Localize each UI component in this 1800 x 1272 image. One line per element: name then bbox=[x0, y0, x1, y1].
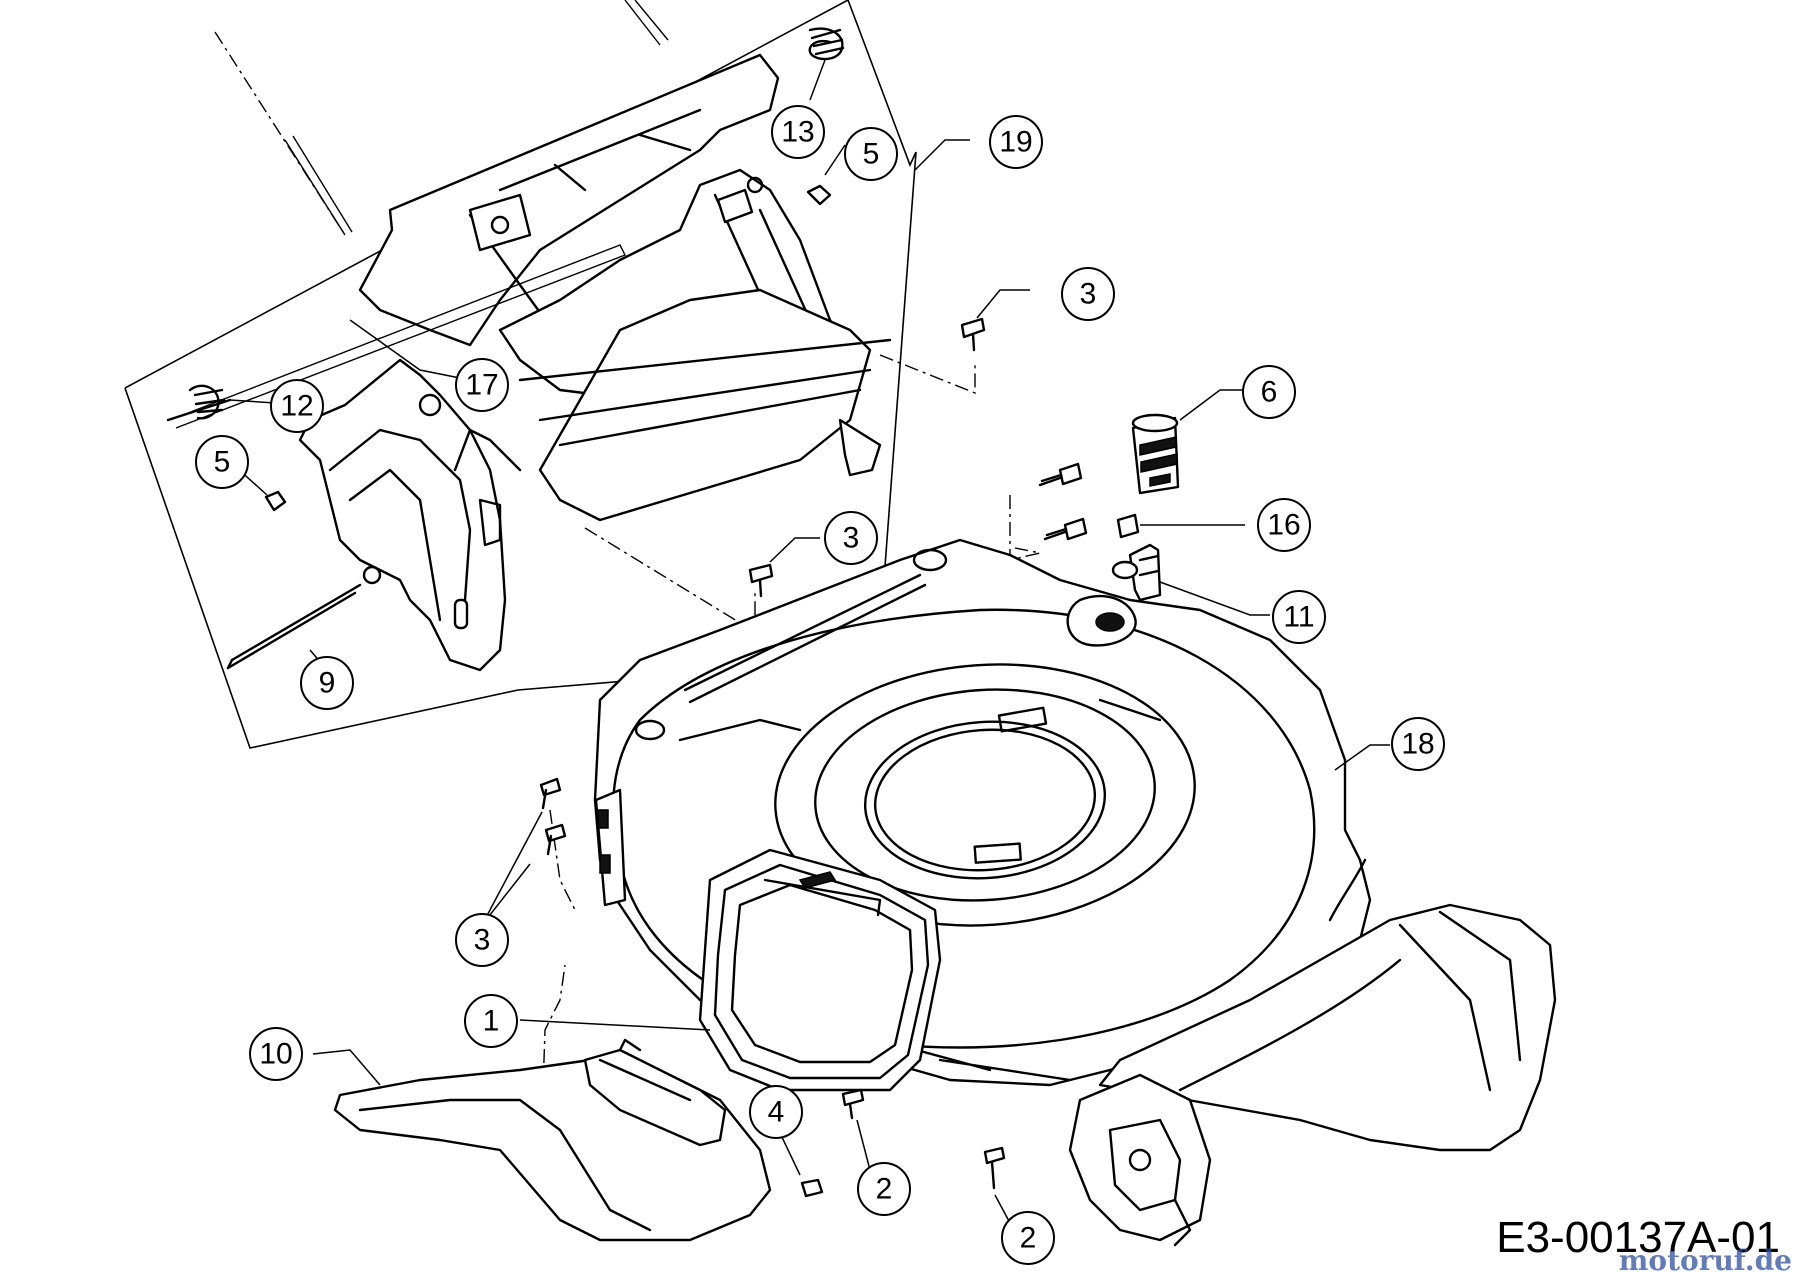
svg-text:13: 13 bbox=[781, 116, 814, 149]
watermark: motoruf.de bbox=[1619, 1244, 1792, 1272]
hinge-bracket bbox=[298, 358, 522, 672]
callout-1: 1 bbox=[464, 994, 518, 1048]
rod bbox=[226, 583, 362, 670]
svg-text:5: 5 bbox=[214, 446, 231, 479]
hinge-rod bbox=[169, 244, 626, 429]
torsion-spring-left bbox=[166, 384, 232, 422]
callout-5-left: 5 bbox=[195, 435, 249, 489]
callout-3-upper: 3 bbox=[1061, 267, 1115, 321]
bolt-2a bbox=[841, 1088, 865, 1120]
svg-text:10: 10 bbox=[259, 1038, 292, 1071]
square-nut-left bbox=[264, 490, 287, 512]
svg-text:2: 2 bbox=[876, 1173, 893, 1206]
callout-13: 13 bbox=[771, 105, 825, 159]
svg-text:3: 3 bbox=[474, 924, 491, 957]
svg-text:16: 16 bbox=[1267, 509, 1300, 542]
height-knob bbox=[1131, 413, 1180, 495]
rear-deflector bbox=[698, 848, 942, 1092]
discharge-chute bbox=[1068, 903, 1557, 1247]
nut-4 bbox=[800, 1178, 824, 1198]
callouts: 13 5 19 3 12 5 17 6 3 16 11 9 18 3 1 10 … bbox=[195, 105, 1445, 1265]
callout-10: 10 bbox=[249, 1027, 303, 1081]
callout-17: 17 bbox=[455, 358, 509, 412]
svg-text:2: 2 bbox=[1020, 1222, 1037, 1255]
screw-3d bbox=[544, 823, 567, 856]
valve-11 bbox=[1111, 543, 1162, 602]
svg-text:5: 5 bbox=[863, 138, 880, 171]
bolt-2b bbox=[983, 1146, 1006, 1190]
callout-16: 16 bbox=[1257, 498, 1311, 552]
leader-lines bbox=[229, 59, 1390, 1224]
svg-text:1: 1 bbox=[483, 1005, 500, 1038]
callout-6: 6 bbox=[1242, 365, 1296, 419]
mulch-plug bbox=[333, 1038, 772, 1242]
callout-3-lower: 3 bbox=[455, 913, 509, 967]
svg-text:19: 19 bbox=[999, 126, 1032, 159]
screw-3a bbox=[960, 317, 986, 352]
callout-11: 11 bbox=[1272, 590, 1326, 644]
diagram-code: E3-00137A-01 bbox=[1496, 1213, 1780, 1262]
bolts-upper bbox=[1038, 462, 1088, 541]
svg-text:6: 6 bbox=[1261, 376, 1278, 409]
callout-2-left: 2 bbox=[857, 1162, 911, 1216]
callout-19: 19 bbox=[989, 115, 1043, 169]
callout-18: 18 bbox=[1391, 717, 1445, 771]
callout-5-top: 5 bbox=[844, 127, 898, 181]
callout-12: 12 bbox=[270, 379, 324, 433]
svg-text:11: 11 bbox=[1283, 601, 1314, 634]
square-nut-top bbox=[806, 184, 832, 206]
screw-3b bbox=[748, 563, 774, 598]
screw-3c bbox=[539, 777, 562, 810]
callout-3-middle: 3 bbox=[824, 511, 878, 565]
svg-text:3: 3 bbox=[1080, 278, 1097, 311]
axle-rods bbox=[214, 0, 669, 236]
fitting-16 bbox=[1116, 513, 1140, 539]
svg-text:12: 12 bbox=[280, 390, 313, 423]
rear-flap-assembly bbox=[358, 53, 892, 522]
svg-text:3: 3 bbox=[843, 522, 860, 555]
svg-text:18: 18 bbox=[1401, 728, 1434, 761]
torsion-spring-top bbox=[808, 27, 845, 61]
callout-2-right: 2 bbox=[1001, 1211, 1055, 1265]
callout-9: 9 bbox=[300, 656, 354, 710]
svg-text:4: 4 bbox=[768, 1096, 785, 1129]
callout-4: 4 bbox=[749, 1085, 803, 1139]
svg-text:9: 9 bbox=[319, 667, 336, 700]
svg-text:17: 17 bbox=[465, 369, 498, 402]
